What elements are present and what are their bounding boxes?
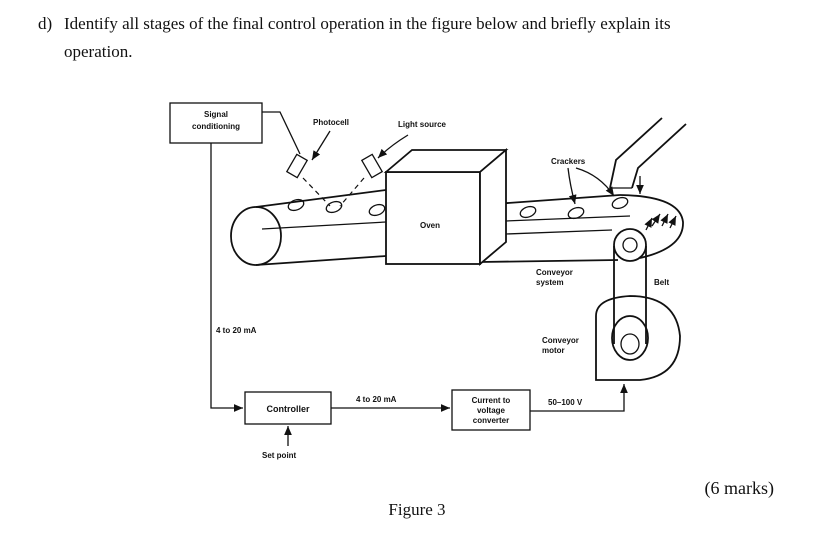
light-source-label: Light source	[398, 120, 447, 129]
photocell-wire	[262, 111, 301, 155]
figure-caption: Figure 3	[388, 500, 446, 519]
oven	[383, 148, 509, 266]
conveyor-motor-label-2: motor	[542, 346, 565, 355]
conveyor-system-label-2: system	[536, 278, 564, 287]
crackers-pointer-1	[567, 167, 577, 205]
signal-conditioning-label-2: conditioning	[192, 122, 240, 131]
question-line-1: d) Identify all stages of the final contr…	[38, 10, 798, 38]
question-label: d)	[38, 14, 53, 33]
left-roller	[230, 206, 282, 266]
feedback-signal-label: 4 to 20 mA	[216, 326, 257, 335]
conveyor-system-label-1: Conveyor	[536, 268, 573, 277]
reflected-beam	[302, 177, 331, 207]
oven-label: Oven	[420, 221, 440, 230]
motor-voltage-label: 50–100 V	[548, 398, 583, 407]
feedback-signal-line	[210, 143, 243, 412]
light-source-lamp	[360, 153, 384, 179]
question-line-2: operation.	[64, 42, 133, 61]
marks: (6 marks)	[704, 478, 774, 498]
crackers-label: Crackers	[551, 157, 586, 166]
crackers-pointer-2	[575, 167, 615, 197]
motor-voltage-line	[530, 384, 628, 412]
light-source-pointer	[377, 134, 409, 159]
light-beam	[339, 177, 365, 207]
feed-chute	[609, 117, 687, 194]
converter-box	[451, 389, 531, 431]
question-text: Identify all stages of the final control…	[64, 14, 671, 33]
controller-output-label: 4 to 20 mA	[356, 395, 397, 404]
photocell-sensor	[285, 153, 309, 179]
controller-label: Controller	[266, 404, 309, 414]
converter-label-3: converter	[473, 416, 509, 425]
converter-label-2: voltage	[477, 406, 506, 415]
signal-conditioning-label-1: Signal	[204, 110, 228, 119]
question: d) Identify all stages of the final contr…	[38, 10, 798, 66]
converter-label-1: Current to	[472, 396, 511, 405]
photocell-pointer	[311, 130, 331, 161]
signal-conditioning-box	[169, 102, 263, 144]
photocell-label: Photocell	[313, 118, 349, 127]
conveyor-motor	[595, 295, 681, 381]
belt-label: Belt	[654, 278, 669, 287]
right-roller	[613, 228, 647, 262]
set-point-label: Set point	[262, 451, 297, 460]
conveyor-motor-label-1: Conveyor	[542, 336, 579, 345]
